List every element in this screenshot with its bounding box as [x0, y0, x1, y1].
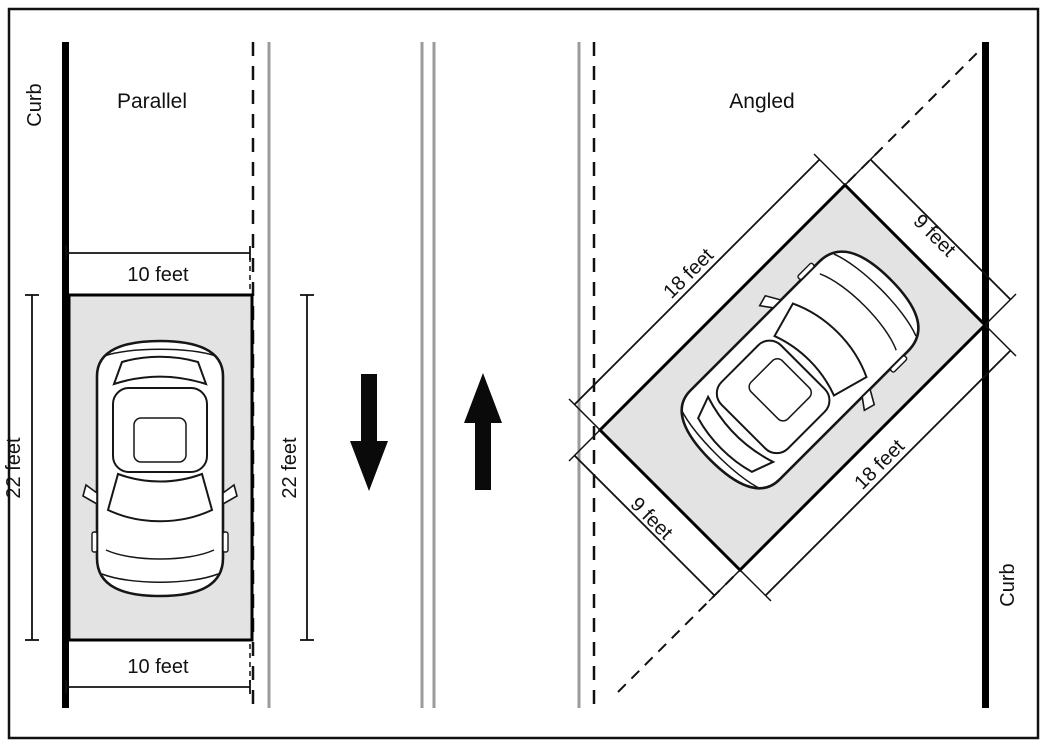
- parallel-parking-section: Parallel Curb 10 feet 10 feet 22 feet: [3, 83, 314, 694]
- parallel-length-right-label: 22 feet: [279, 437, 301, 499]
- dimension-extension: [984, 293, 1017, 326]
- parallel-width-dimension-bottom: 10 feet: [65, 644, 251, 694]
- parallel-length-dimension-left: 22 feet: [3, 294, 39, 641]
- dimension-extension: [568, 398, 601, 431]
- dimension-line: [869, 158, 1012, 301]
- dimension-line: [573, 158, 821, 406]
- dimension-extension: [568, 429, 601, 462]
- right-curb-label: Curb: [997, 563, 1019, 606]
- dimension-extension: [739, 569, 772, 602]
- angled-parking-section: Angled Curb 18 feet 9 feet 9 feet: [568, 47, 1019, 693]
- diagram-frame: [7, 7, 1040, 740]
- angled-boundary-dashed-upper: [847, 47, 983, 183]
- parallel-section-title: Parallel: [117, 90, 187, 113]
- up-arrow-icon: [464, 373, 502, 490]
- dimension-line: [573, 454, 716, 597]
- down-arrow-icon: [350, 374, 388, 491]
- angled-length-upper-label: 18 feet: [659, 244, 718, 303]
- dimension-extension: [708, 569, 741, 602]
- parallel-width-bottom-label: 10 feet: [127, 656, 189, 678]
- dimension-line: [764, 349, 1012, 597]
- dimension-extension: [844, 153, 877, 186]
- left-curb-label: Curb: [24, 83, 46, 126]
- parallel-length-left-label: 22 feet: [3, 437, 25, 499]
- parallel-parked-car: [81, 339, 239, 598]
- parallel-length-dimension-right: 22 feet: [279, 294, 314, 641]
- dimension-extension: [984, 324, 1017, 357]
- dimension-extension: [813, 153, 846, 186]
- angled-section-title: Angled: [729, 90, 794, 113]
- traffic-arrows: [350, 373, 502, 491]
- angled-width-upper-label: 9 feet: [909, 210, 960, 261]
- parallel-width-top-label: 10 feet: [127, 264, 189, 286]
- parallel-width-dimension-top: 10 feet: [65, 246, 251, 291]
